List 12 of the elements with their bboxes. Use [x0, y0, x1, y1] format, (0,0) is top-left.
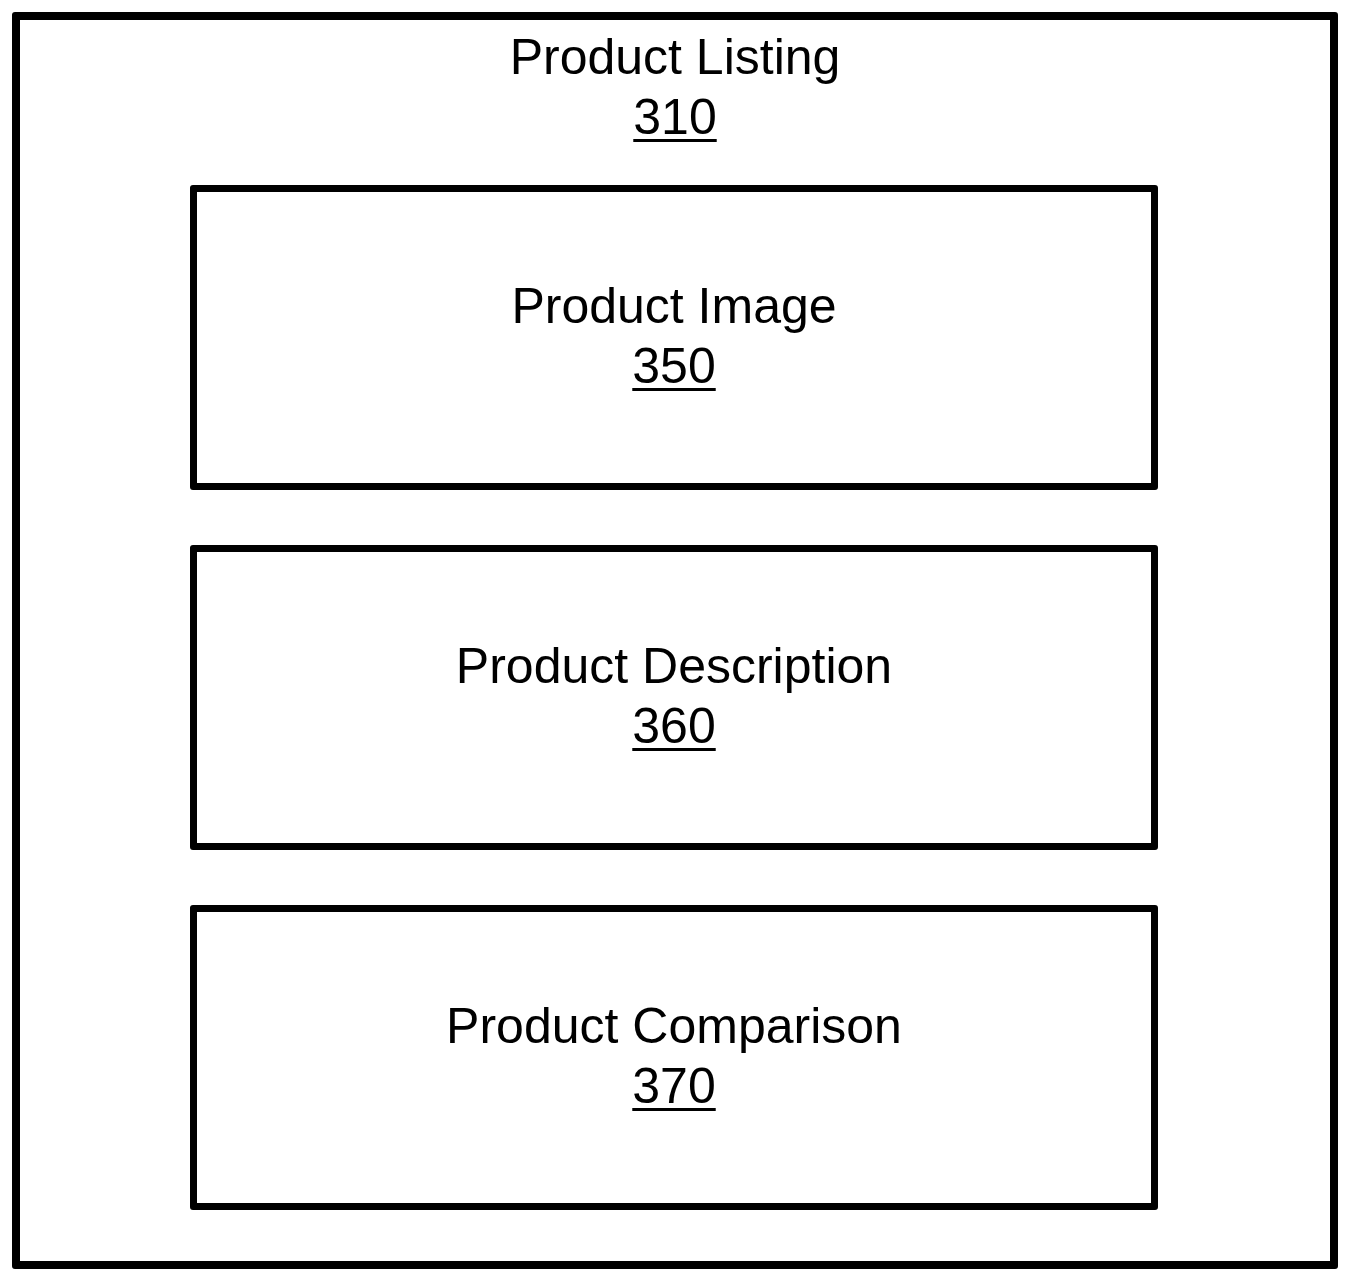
component-box — [190, 185, 1158, 490]
box-title: Product Listing — [509, 28, 841, 87]
container-box — [12, 12, 1338, 1269]
box-title: Product Image — [511, 276, 837, 336]
component-box — [190, 905, 1158, 1210]
reference-number: 370 — [632, 1056, 716, 1116]
reference-number: 310 — [633, 88, 717, 147]
reference-number: 360 — [632, 696, 716, 756]
reference-number: 350 — [632, 336, 716, 396]
box-title: Product Description — [455, 636, 893, 696]
component-box — [190, 545, 1158, 850]
box-title: Product Comparison — [446, 996, 902, 1056]
